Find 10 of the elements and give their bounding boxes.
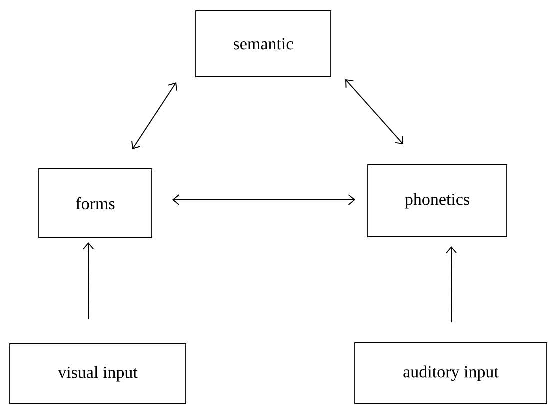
process-box: phonetics	[368, 164, 508, 238]
arrow	[83, 242, 94, 320]
arrow	[172, 194, 356, 206]
process-box: visual input	[10, 344, 186, 404]
arrow	[346, 79, 404, 145]
arrow	[446, 246, 458, 324]
process-box: forms	[38, 168, 152, 238]
arrow	[132, 82, 178, 150]
process-box: semantic	[196, 10, 332, 78]
process-box: auditory input	[354, 342, 548, 404]
